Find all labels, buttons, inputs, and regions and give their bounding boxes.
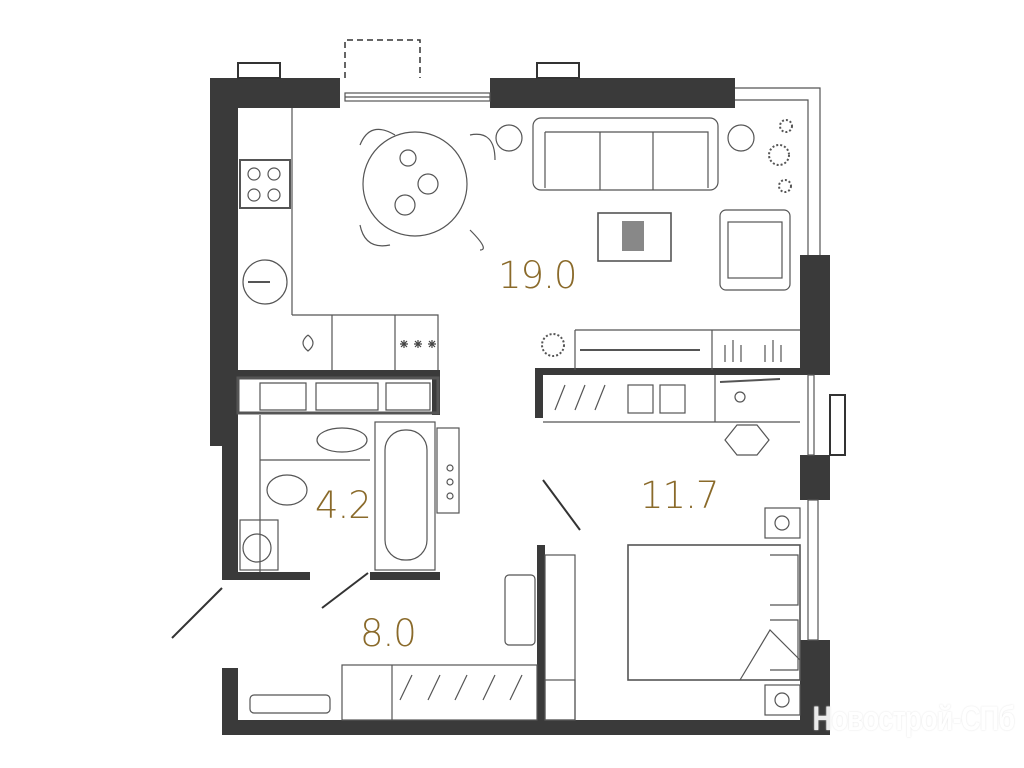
watermark: Новострой-СПб [812, 700, 1015, 738]
room-area-hallway: 8.0 [360, 612, 417, 655]
room-area-living: 19.0 [498, 254, 577, 297]
windows [237, 39, 846, 641]
hallway-furniture [249, 554, 576, 721]
kitchen-counter [239, 108, 439, 370]
tv-unit [574, 329, 800, 370]
walls [210, 78, 830, 735]
sofa [495, 117, 791, 291]
bed [627, 507, 801, 716]
dining-table [359, 128, 496, 251]
room-area-bathroom: 4.2 [315, 484, 372, 527]
bedroom-wardrobe [542, 375, 800, 531]
plants [541, 119, 793, 357]
room-area-bedroom: 11.7 [640, 474, 719, 517]
bathroom-fixtures [171, 376, 460, 639]
appliance-asterisks-icon [400, 340, 436, 348]
